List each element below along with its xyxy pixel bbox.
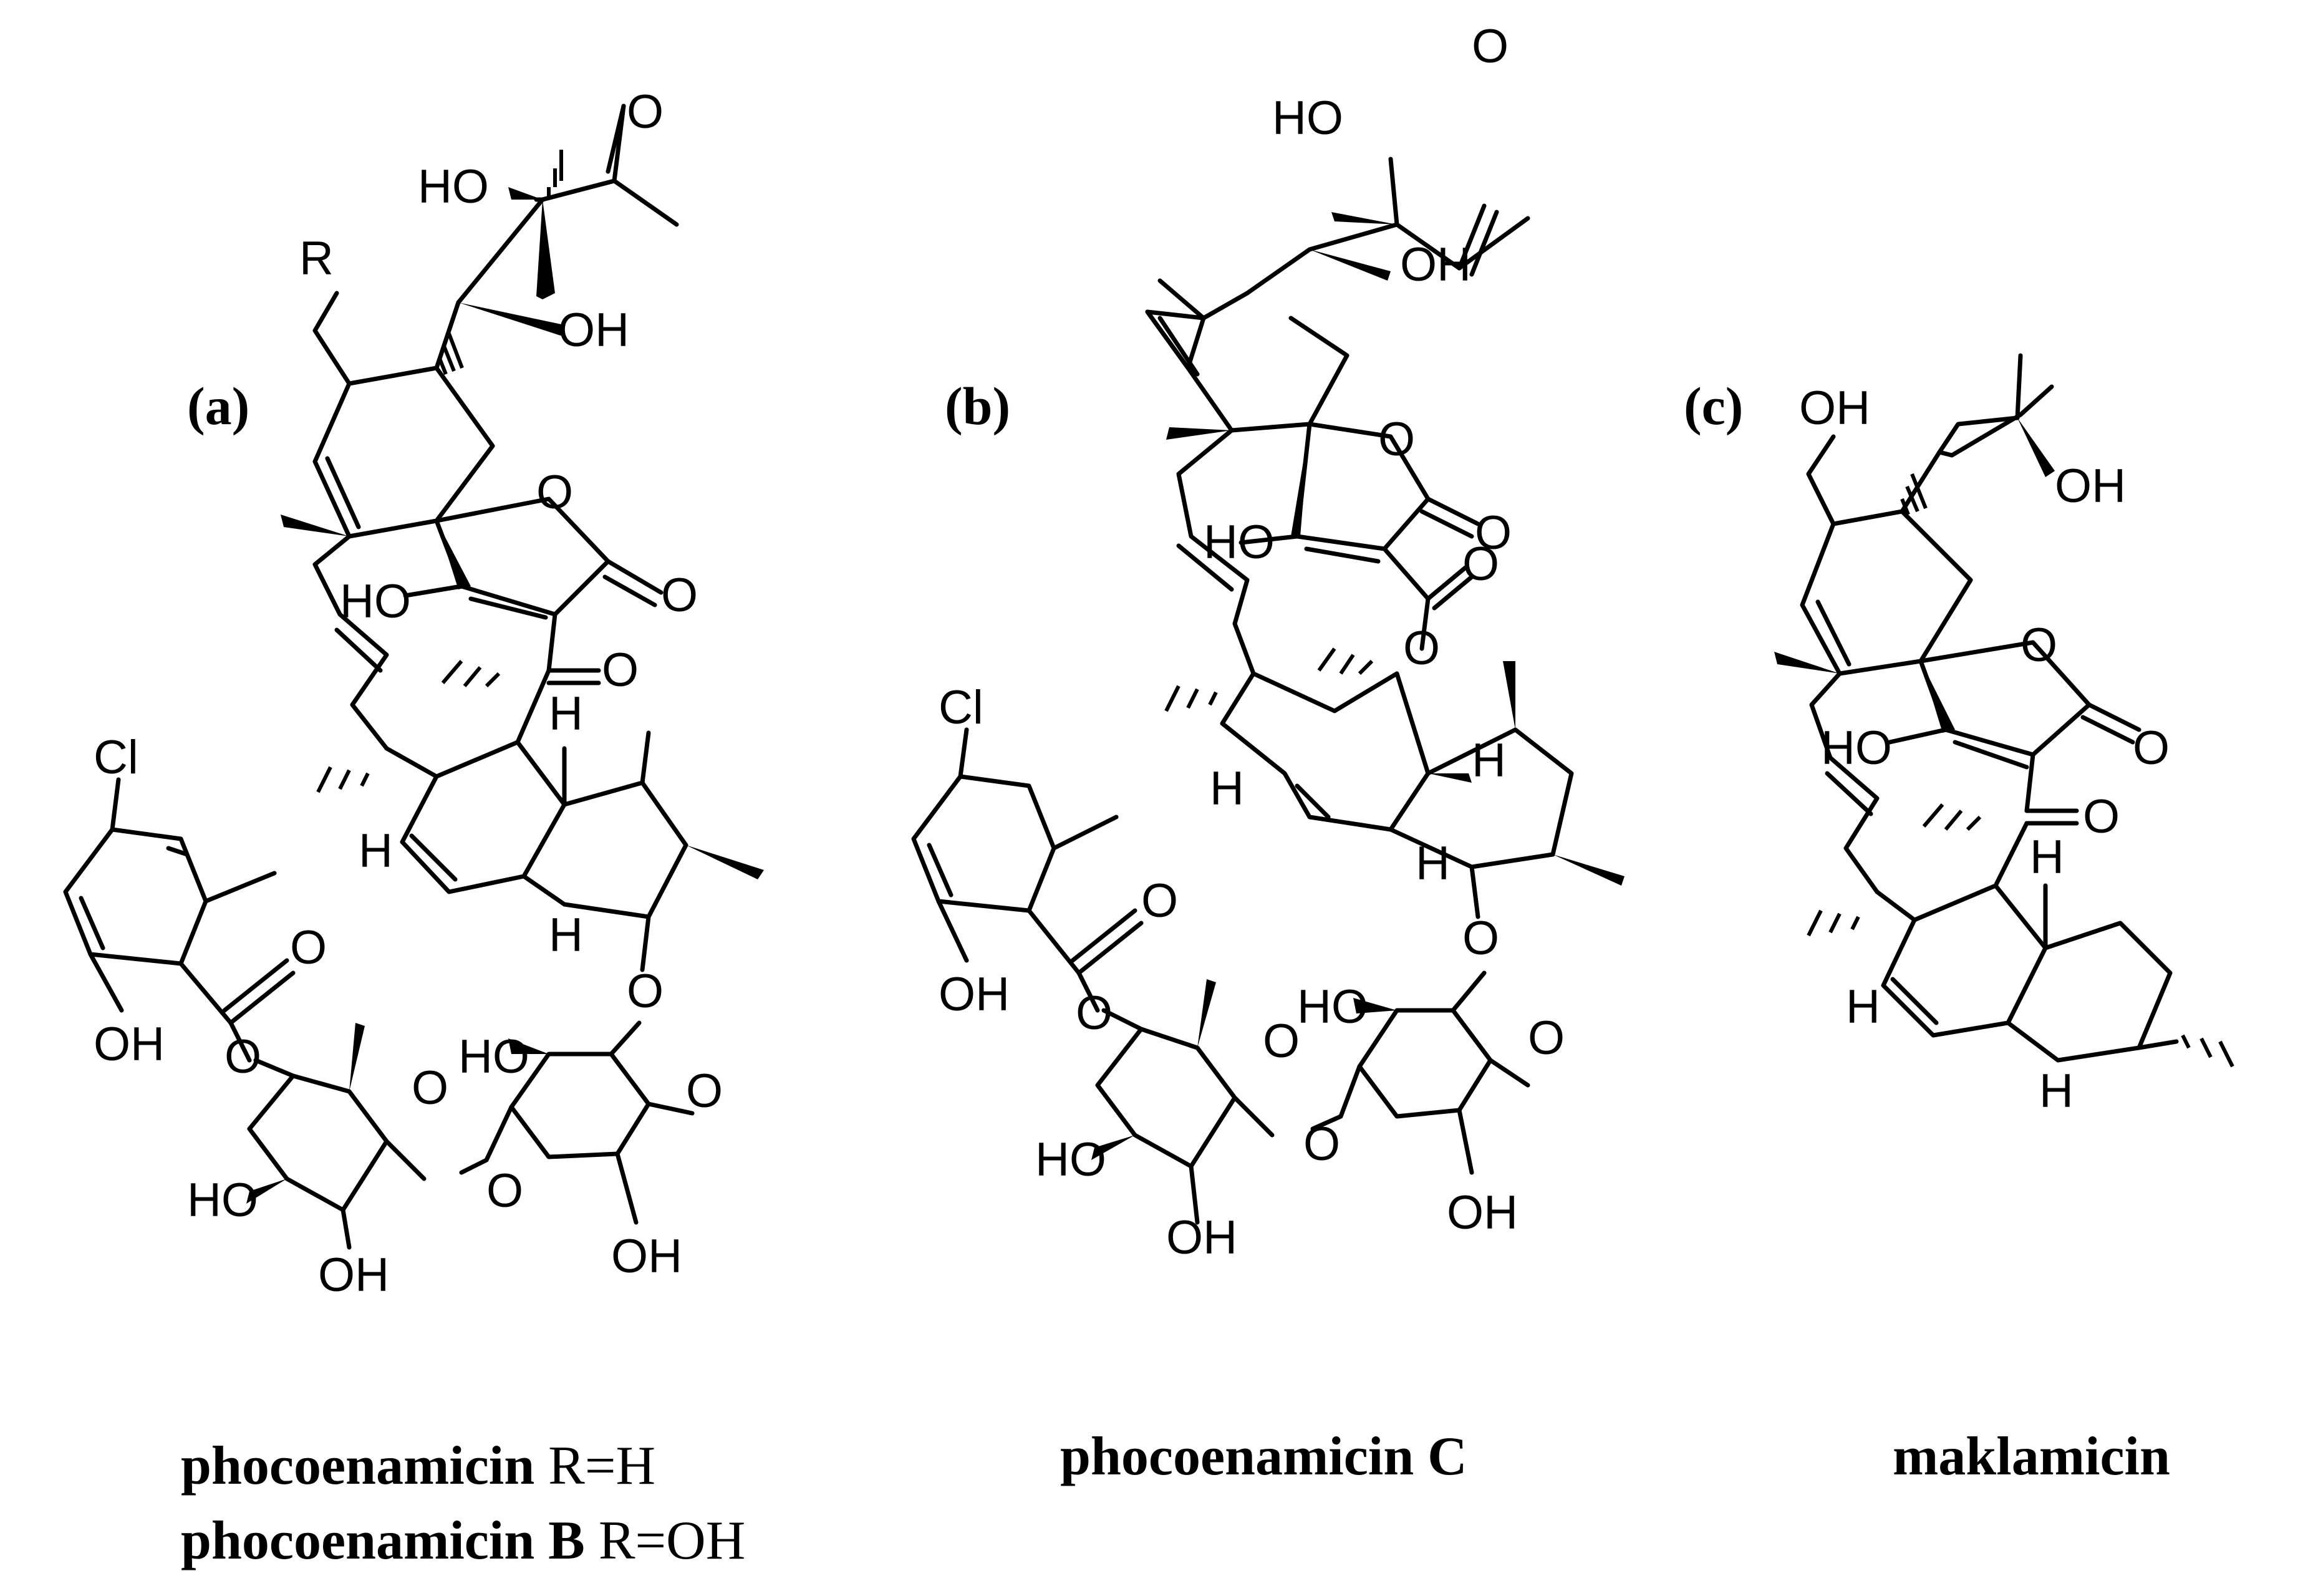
atom-label: HO — [1297, 980, 1368, 1033]
atom-label: O — [2021, 619, 2057, 672]
structure-c-maklamicin: OH OH O O HO O H H H — [1774, 353, 2234, 1118]
atom-label: O — [225, 1030, 261, 1083]
atom-label: O — [1475, 506, 1512, 559]
atom-label: O — [602, 644, 639, 697]
atom-label: H — [1416, 837, 1450, 890]
atom-label: HO — [187, 1174, 258, 1227]
atom-label: O — [2133, 722, 2170, 775]
hashed-bond — [2181, 1034, 2234, 1068]
atom-label: HO — [1821, 722, 1892, 775]
panel-label-a: (a) — [187, 376, 249, 436]
atom-label: OH — [939, 968, 1010, 1021]
atom-label: OH — [2055, 460, 2126, 513]
atom-label: O — [1378, 413, 1415, 466]
atom-label: O — [536, 466, 573, 519]
substituent: R=H — [548, 1436, 656, 1496]
atom-label: OH — [1166, 1211, 1237, 1264]
panel-label-c: (c) — [1684, 376, 1743, 436]
panel-label-b: (b) — [945, 376, 1010, 436]
atom-label: H — [549, 687, 583, 740]
hashed-bond — [1807, 909, 1860, 937]
atom-label: H — [2039, 1065, 2074, 1118]
atom-label: O — [1462, 538, 1499, 591]
atom-label: O — [627, 965, 664, 1018]
atom-label: HO — [1272, 92, 1343, 145]
caption-a-line1: phocoenamicin R=H — [181, 1434, 655, 1497]
compound-name: phocoenamicin B — [181, 1511, 585, 1571]
atom-label: HO — [340, 575, 411, 628]
atom-label: O — [1076, 987, 1113, 1040]
atom-label: Cl — [94, 731, 138, 784]
atom-label: HO — [458, 1030, 529, 1083]
atom-label: OH — [318, 1249, 389, 1302]
atom-label: OH — [1400, 238, 1471, 291]
hashed-bond — [316, 766, 370, 793]
atom-label: H — [1472, 734, 1506, 787]
atom-label: HO — [418, 160, 489, 213]
atom-label: O — [661, 569, 698, 622]
hashed-bond — [547, 150, 563, 200]
atom-label: R — [299, 232, 334, 285]
atom-label: O — [486, 1164, 523, 1217]
hashed-bond — [441, 660, 501, 688]
atom-label: H — [1846, 980, 1880, 1033]
atom-label: HO — [1204, 516, 1275, 569]
atom-label: OH — [1447, 1186, 1518, 1239]
atom-label: OH — [94, 1018, 165, 1071]
atom-label: O — [686, 1065, 723, 1118]
atom-label: O — [1303, 1118, 1340, 1171]
atom-label: H — [2030, 831, 2064, 884]
compound-name: maklamicin — [1893, 1426, 2170, 1487]
atom-label: OH — [1799, 382, 1870, 435]
atom-label: O — [2083, 790, 2120, 843]
hashed-bond — [1317, 647, 1374, 675]
atom-label: Cl — [939, 681, 983, 734]
atom-label: O — [1141, 874, 1178, 927]
caption-c: maklamicin — [1893, 1425, 2170, 1488]
caption-b: phocoenamicin C — [1060, 1425, 1467, 1488]
atom-label: H — [1210, 762, 1244, 815]
atom-label: O — [290, 921, 327, 974]
atom-label: O — [1528, 1012, 1565, 1065]
compound-name: phocoenamicin C — [1060, 1426, 1467, 1487]
atom-label: O — [1403, 622, 1440, 675]
atom-label: O — [1472, 20, 1509, 73]
atom-label: O — [412, 1062, 448, 1115]
caption-a-line2: phocoenamicin B R=OH — [181, 1509, 745, 1572]
atom-label: H — [549, 909, 583, 962]
structure-a-phocoenamicin: R HO O OH O O HO O H H H O O HO OH O O H… — [63, 85, 764, 1302]
atom-label: OH — [558, 304, 629, 357]
structure-b-phocoenamicin-c: HO O OH O O HO O O H H H O O HO OH O O H… — [911, 20, 1625, 1264]
atom-label: O — [627, 85, 664, 138]
hashed-bond — [1922, 803, 1982, 831]
atom-label: HO — [1035, 1133, 1106, 1186]
atom-label: OH — [611, 1230, 682, 1283]
atom-label: O — [1462, 912, 1499, 965]
atom-label: O — [1263, 1015, 1300, 1068]
compound-name: phocoenamicin — [181, 1436, 535, 1496]
hashed-bond — [1164, 685, 1218, 712]
substituent: R=OH — [598, 1511, 746, 1571]
atom-label: H — [359, 825, 393, 878]
